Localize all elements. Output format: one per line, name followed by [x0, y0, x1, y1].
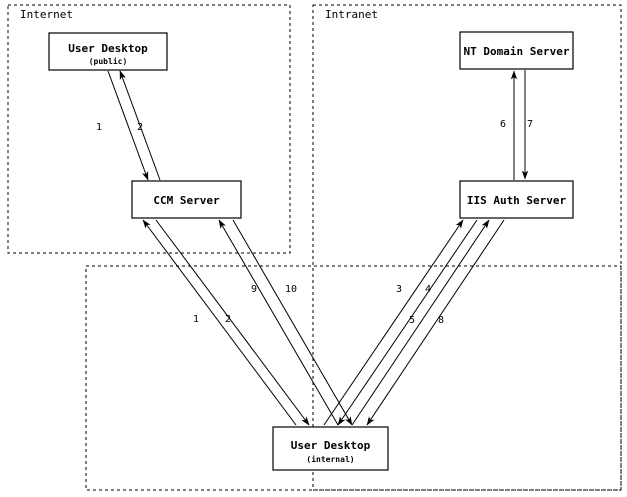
node-title-ccm-server: CCM Server	[153, 194, 220, 207]
edge-iis-nt-domain	[510, 70, 529, 180]
zone-intranet-label: Intranet	[325, 8, 378, 21]
edge-label-step-2-public: 2	[137, 122, 143, 133]
node-title-user-desktop-public: User Desktop	[68, 42, 148, 55]
edge-internal-desktop-iis-a	[323, 219, 478, 426]
edge-internal-desktop-ccm-b	[218, 219, 353, 426]
edge-internal-desktop-ccm-a	[142, 219, 310, 426]
zone-internal-lan-border	[85, 265, 622, 491]
zone-internal-lan	[85, 265, 622, 491]
edge-internal-desktop-iis-b	[351, 219, 505, 426]
node-nt-domain-server[interactable]: NT Domain Server	[459, 31, 574, 70]
node-subtitle-user-desktop-public: (public)	[89, 56, 128, 66]
edge-label-step-4: 4	[425, 284, 431, 295]
node-user-desktop-public[interactable]: User Desktop (public)	[48, 32, 168, 71]
zone-internet-border	[7, 4, 291, 254]
edge-label-step-1-public: 1	[96, 122, 102, 133]
zone-intranet-border	[312, 4, 622, 491]
zone-internet: Internet	[7, 4, 291, 254]
node-title-user-desktop-internal: User Desktop	[291, 439, 371, 452]
node-box-user-desktop-internal[interactable]	[272, 426, 389, 471]
edge-step-labels: 1 2 1 2 9 10 3 4 5 8 6 7	[96, 119, 533, 326]
edge-label-step-8: 8	[438, 315, 444, 326]
edge-label-step-5: 5	[409, 315, 415, 326]
edge-line-step-8	[366, 219, 505, 426]
edge-public-desktop-ccm	[107, 70, 161, 181]
edge-line-step-9	[218, 219, 339, 426]
edge-line-step-10	[232, 219, 353, 426]
edge-label-step-9: 9	[251, 284, 257, 295]
node-iis-auth-server[interactable]: IIS Auth Server	[459, 180, 574, 219]
edge-line-step-2-internal	[155, 219, 310, 426]
node-user-desktop-internal[interactable]: User Desktop (internal)	[272, 426, 389, 471]
zone-internet-label: Internet	[20, 8, 73, 21]
edge-line-step-5	[351, 219, 490, 426]
edge-label-step-10: 10	[285, 284, 297, 295]
node-ccm-server[interactable]: CCM Server	[131, 180, 242, 219]
zone-intranet: Intranet	[312, 4, 622, 491]
node-title-nt-domain-server: NT Domain Server	[464, 45, 570, 58]
edge-line-step-3	[323, 219, 464, 426]
edge-label-step-1-internal: 1	[193, 314, 199, 325]
edge-label-step-3: 3	[396, 284, 402, 295]
edge-line-step-1-public	[107, 70, 149, 181]
node-box-user-desktop-public[interactable]	[48, 32, 168, 71]
edge-label-step-6: 6	[500, 119, 506, 130]
edge-label-step-7: 7	[527, 119, 533, 130]
edge-line-step-2-public	[119, 70, 161, 181]
node-box-ccm-server[interactable]	[131, 180, 242, 219]
node-title-iis-auth-server: IIS Auth Server	[467, 194, 567, 207]
node-box-iis-auth-server[interactable]	[459, 180, 574, 219]
edge-label-step-2-internal: 2	[225, 314, 231, 325]
edge-line-step-1-internal	[142, 219, 297, 426]
node-subtitle-user-desktop-internal: (internal)	[306, 454, 354, 464]
node-box-nt-domain-server[interactable]	[459, 31, 574, 70]
edge-line-step-4	[337, 219, 478, 426]
